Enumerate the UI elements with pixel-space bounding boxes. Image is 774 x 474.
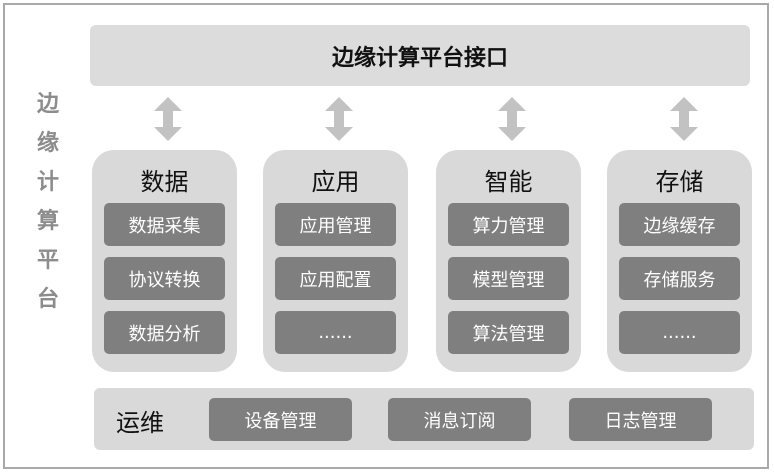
- module-title: 数据: [140, 168, 189, 196]
- diagram-frame: 边缘计算平台 边缘计算平台接口 数据 数据采集 协议转换 数据分析 应用 应用管…: [3, 3, 769, 469]
- module-storage: 存储 边缘缓存 存储服务 ......: [607, 150, 752, 372]
- module-title: 存储: [655, 168, 704, 196]
- double-arrow-icon: [670, 97, 698, 141]
- interface-bar: 边缘计算平台接口: [90, 25, 750, 86]
- module-item: 数据采集: [104, 203, 225, 246]
- module-application: 应用 应用管理 应用配置 ......: [263, 150, 408, 372]
- double-arrow-icon: [325, 97, 353, 141]
- module-intelligence: 智能 算力管理 模型管理 算法管理: [436, 150, 581, 372]
- module-item: ......: [619, 311, 740, 354]
- ops-bar: 运维 设备管理 消息订阅 日志管理: [94, 388, 754, 450]
- module-item: ......: [275, 311, 396, 354]
- module-item: 存储服务: [619, 257, 740, 300]
- ops-item: 设备管理: [209, 398, 352, 441]
- module-item: 应用配置: [275, 257, 396, 300]
- module-data: 数据 数据采集 协议转换 数据分析: [92, 150, 237, 372]
- vertical-platform-label: 边缘计算平台: [36, 92, 59, 312]
- module-item: 模型管理: [448, 257, 569, 300]
- double-arrow-icon: [154, 97, 182, 141]
- double-arrow-icon: [498, 97, 526, 141]
- ops-item: 日志管理: [569, 398, 712, 441]
- ops-title: 运维: [116, 409, 164, 437]
- module-item: 协议转换: [104, 257, 225, 300]
- module-title: 智能: [484, 168, 533, 196]
- module-item: 应用管理: [275, 203, 396, 246]
- ops-item: 消息订阅: [388, 398, 531, 441]
- module-item: 数据分析: [104, 311, 225, 354]
- module-item: 算法管理: [448, 311, 569, 354]
- module-title: 应用: [311, 168, 360, 196]
- interface-label: 边缘计算平台接口: [331, 45, 508, 71]
- module-item: 边缘缓存: [619, 203, 740, 246]
- module-item: 算力管理: [448, 203, 569, 246]
